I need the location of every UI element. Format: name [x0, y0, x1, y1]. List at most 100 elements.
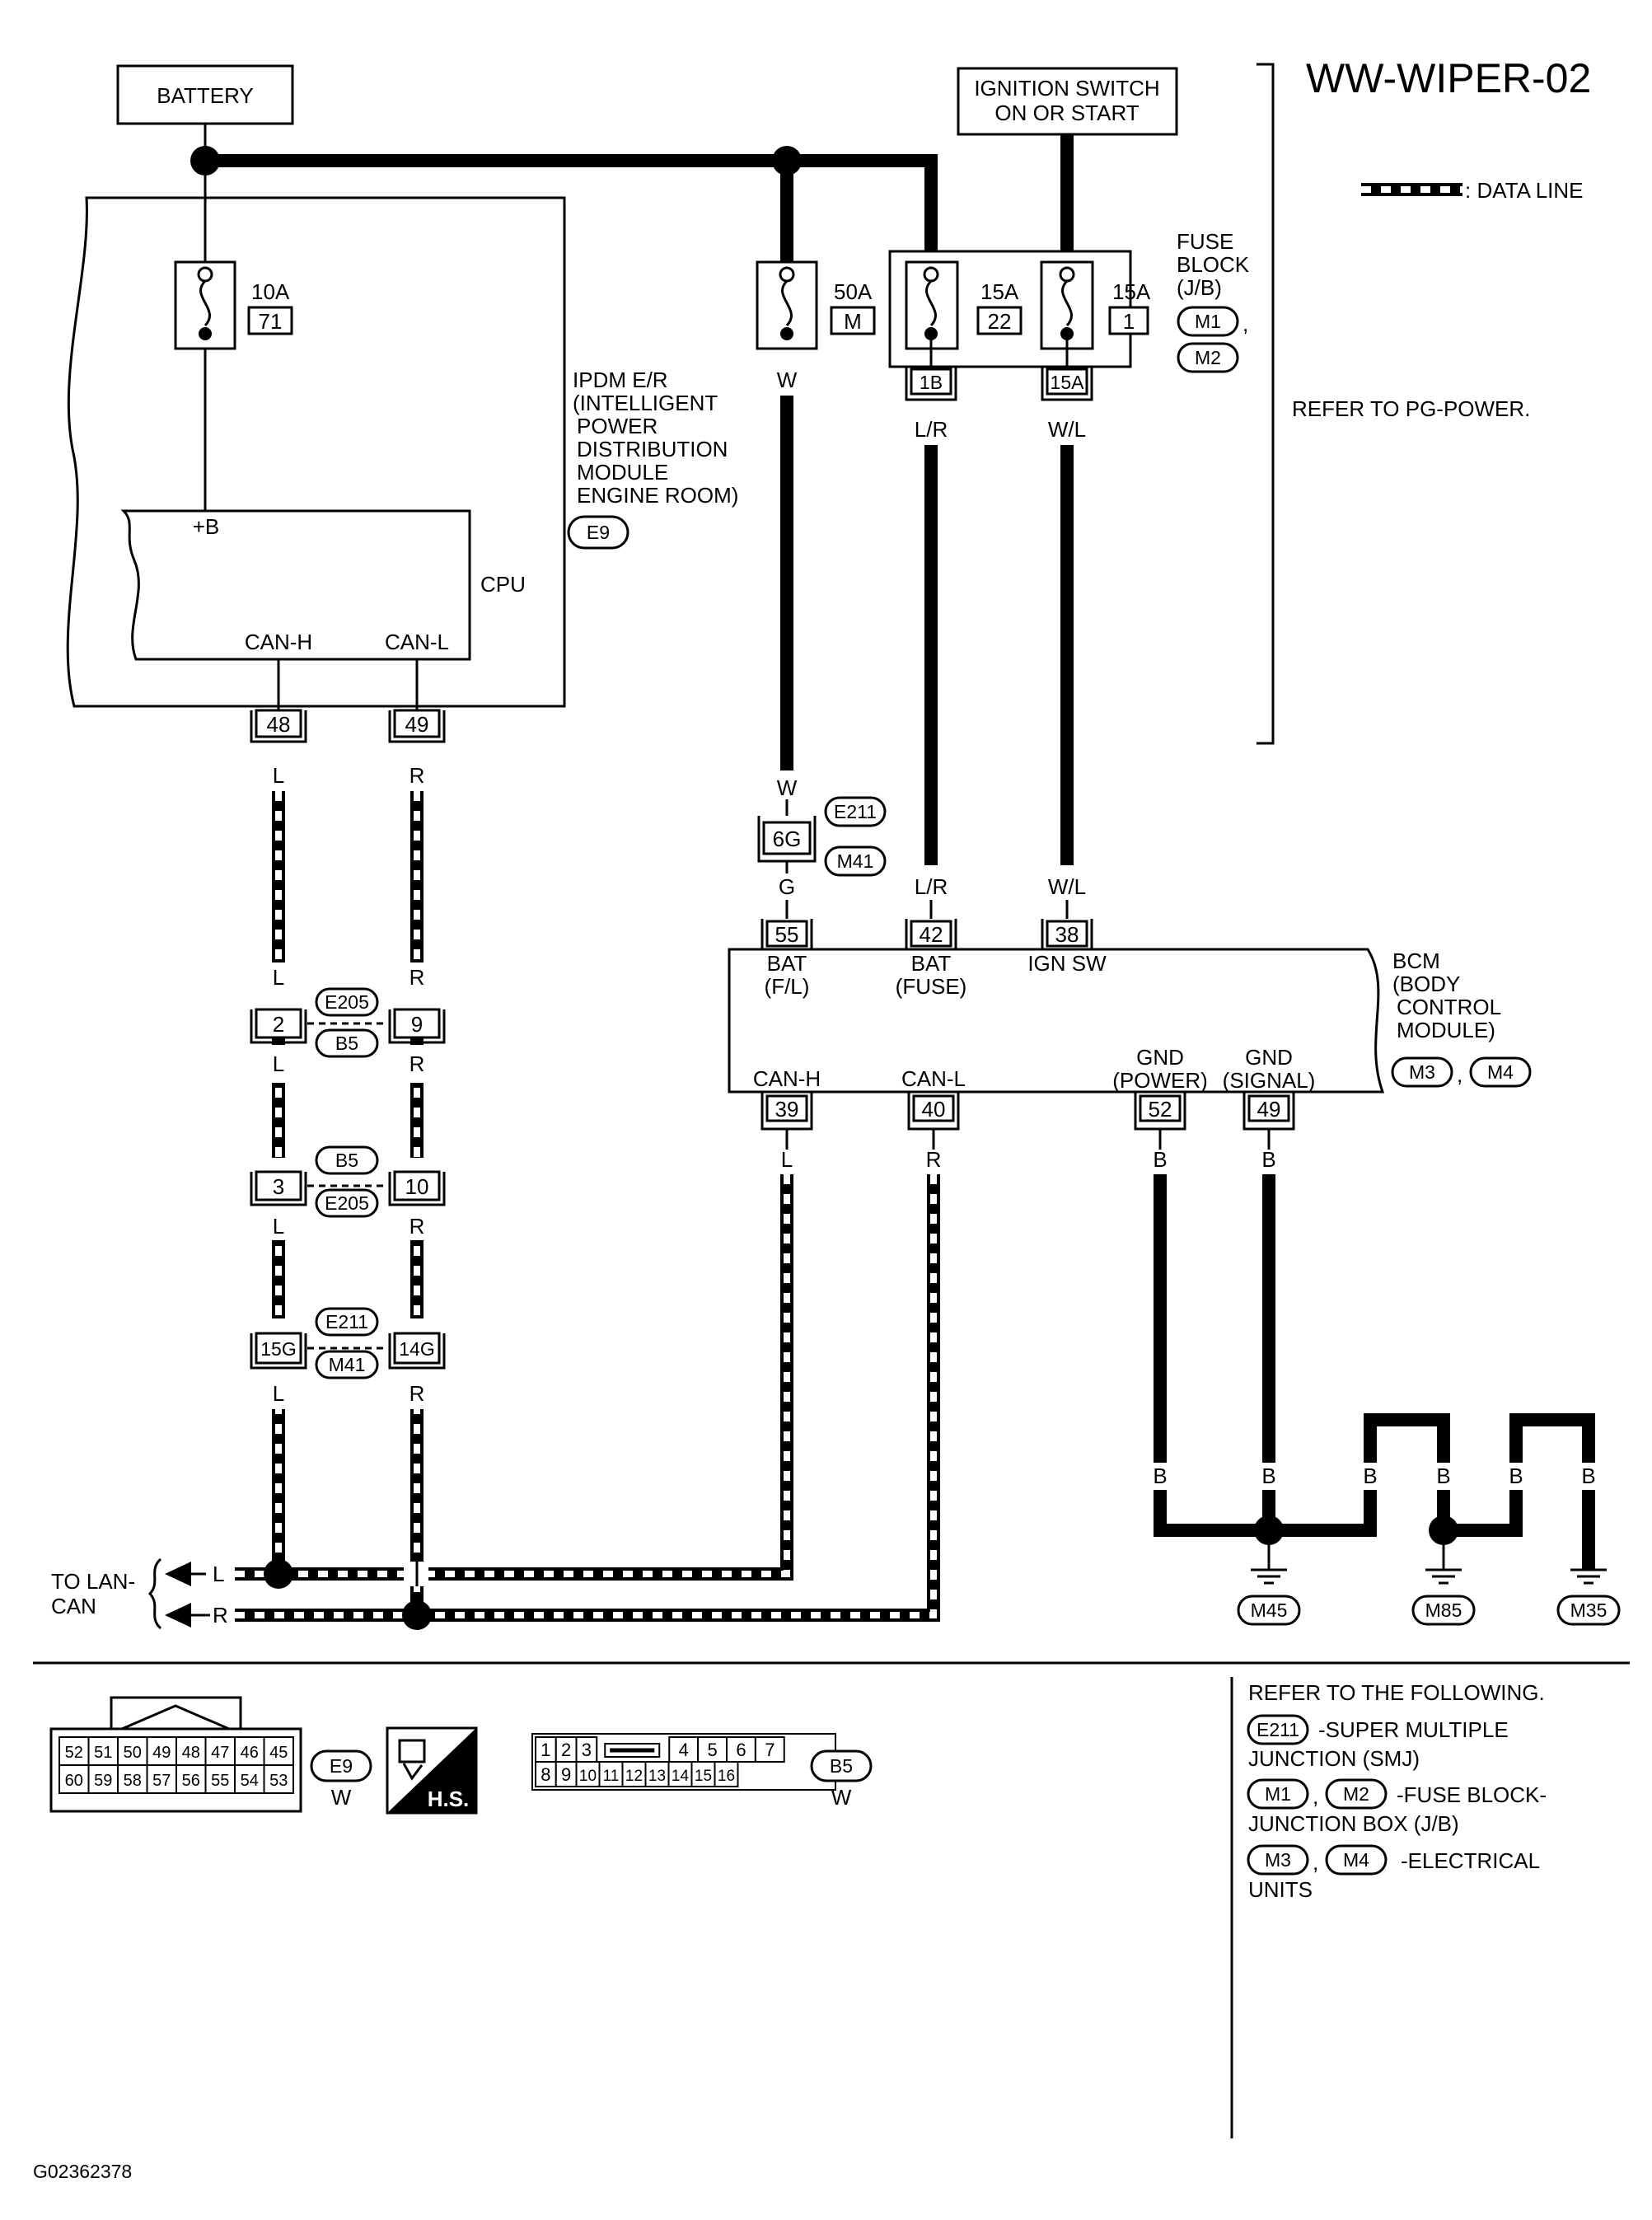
ignition-switch-box: [957, 67, 1178, 136]
svg-text:9: 9: [411, 1012, 423, 1037]
fuse-10a-element: [199, 279, 211, 327]
b5-cavity-number: 3: [582, 1740, 592, 1760]
wire-color-bcm-l: L: [781, 1147, 793, 1172]
svg-text:(FUSE): (FUSE): [896, 974, 967, 999]
svg-text:15G: 15G: [260, 1338, 296, 1360]
svg-text:49: 49: [1257, 1097, 1281, 1122]
bcm-label-1: BCM: [1392, 948, 1440, 973]
wire-color-lr-top: L/R: [915, 417, 948, 442]
fuse-15a-1-number: 1: [1123, 309, 1135, 334]
ipdm-connector-e9: [567, 515, 629, 550]
ground-m45: M45: [1237, 1568, 1301, 1626]
harness-side-icon: H.S.: [386, 1726, 478, 1815]
bcm-pin-38: 38 IGN SW: [1027, 919, 1107, 976]
ipdm-cpu-box: [120, 509, 471, 661]
svg-text:,: ,: [1313, 1784, 1318, 1809]
junction-6g-conn-e211: [824, 796, 887, 827]
ipdm-label-2: (INTELLIGENT: [573, 391, 718, 415]
connector-b5-color: W: [831, 1785, 852, 1810]
fuse-10a-rating: 10A: [251, 279, 290, 304]
svg-text:IGN SW: IGN SW: [1027, 951, 1107, 976]
bcm-pin-49: GND (SIGNAL) 49: [1223, 1045, 1315, 1131]
b5-cavity: [598, 1761, 624, 1787]
b5-cavity-number: 2: [561, 1740, 571, 1760]
ground-loop-1: [1364, 1413, 1450, 1463]
e9-cavity: [175, 1764, 207, 1794]
wire-color-can-r-1: R: [409, 763, 425, 788]
bcm-pin-40: CAN-L 40: [901, 1066, 966, 1131]
fuse-10a-number: 71: [259, 309, 283, 334]
svg-text:10: 10: [405, 1174, 429, 1199]
bcm-pin-52: GND (POWER) 52: [1112, 1045, 1208, 1131]
svg-text:55: 55: [775, 922, 799, 947]
svg-text:-FUSE BLOCK-: -FUSE BLOCK-: [1397, 1782, 1547, 1807]
e9-cavity-number: 51: [94, 1744, 112, 1762]
can-inline-connector-2: 3 10 B5 E205 L R: [247, 1145, 448, 1240]
wire-color-w-top: W: [777, 368, 798, 392]
wire-color-can-l-1: L: [273, 763, 284, 788]
data-line-legend: : DATA LINE: [1361, 178, 1584, 203]
svg-text:52: 52: [1149, 1097, 1172, 1122]
b5-cavity-number: 8: [541, 1764, 550, 1785]
svg-text:CAN-H: CAN-H: [753, 1066, 821, 1091]
legend-data-line-label: : DATA LINE: [1465, 178, 1584, 203]
fuse-15a-22-rating: 15A: [980, 279, 1019, 304]
e9-cavity-number: 47: [211, 1744, 229, 1762]
svg-text:(F/L): (F/L): [765, 974, 810, 999]
ignition-switch-label-2: ON OR START: [994, 101, 1139, 125]
svg-text:,: ,: [1243, 311, 1248, 336]
b5-cavity-number: 10: [579, 1768, 597, 1785]
svg-text:M2: M2: [1343, 1783, 1369, 1805]
svg-text:R: R: [213, 1603, 228, 1628]
diagram-title: WW-WIPER-02: [1306, 55, 1591, 101]
svg-text:M2: M2: [1195, 347, 1221, 368]
svg-text:E205: E205: [325, 991, 369, 1013]
svg-text:39: 39: [775, 1097, 799, 1122]
ground-m35: M35: [1556, 1568, 1621, 1626]
b5-cavity: [668, 1736, 700, 1763]
svg-text:M4: M4: [1343, 1849, 1369, 1871]
battery-label: BATTERY: [157, 83, 254, 108]
wire-color-gnd-power: B: [1153, 1147, 1167, 1172]
svg-text:38: 38: [1055, 922, 1079, 947]
wire-color-wl-bottom: W/L: [1048, 874, 1086, 899]
svg-text:M45: M45: [1251, 1599, 1288, 1621]
svg-text:,: ,: [1457, 1062, 1462, 1087]
can-h-splice: [264, 1559, 293, 1589]
svg-text:M85: M85: [1425, 1599, 1462, 1621]
wire-color-w-mid: W: [777, 775, 798, 800]
wire-color-bcm-r: R: [926, 1147, 942, 1172]
ipdm-label-1: IPDM E/R: [573, 368, 668, 392]
ipdm-plus-b: +B: [193, 514, 220, 539]
fuse-block-label-1: FUSE: [1177, 229, 1233, 254]
svg-text:H.S.: H.S.: [428, 1787, 470, 1811]
b5-cavity-number: 12: [625, 1768, 643, 1785]
wire-color-g: G: [779, 874, 795, 899]
svg-text:M1: M1: [1265, 1783, 1291, 1805]
b5-cavity-number: 1: [541, 1740, 550, 1760]
e9-cavity: [117, 1736, 148, 1766]
svg-text:B5: B5: [335, 1150, 358, 1171]
fuse-block-conn-m2: [1177, 342, 1239, 373]
e9-cavity-number: 55: [211, 1772, 229, 1790]
ipdm-pin-48: 48: [250, 709, 307, 743]
b5-cavity-number: 16: [718, 1768, 735, 1785]
e9-cavity-number: 53: [269, 1772, 288, 1790]
svg-text:6G: 6G: [773, 827, 802, 851]
svg-text:M4: M4: [1487, 1061, 1514, 1083]
svg-text:B: B: [1261, 1464, 1275, 1488]
fuse-block-conn-m1: [1177, 306, 1239, 337]
svg-text:E211: E211: [1257, 1719, 1299, 1740]
fuse-15a-22-number: 22: [988, 309, 1012, 334]
svg-text:BAT: BAT: [911, 951, 952, 976]
svg-text:R: R: [409, 965, 425, 990]
fuse-50a-rating: 50A: [834, 279, 873, 304]
e9-cavity: [117, 1764, 148, 1794]
svg-text:BAT: BAT: [767, 951, 807, 976]
b5-cavity: [754, 1736, 785, 1763]
can-l-data-line: [410, 791, 940, 1622]
b5-cavity-number: 14: [672, 1768, 690, 1785]
